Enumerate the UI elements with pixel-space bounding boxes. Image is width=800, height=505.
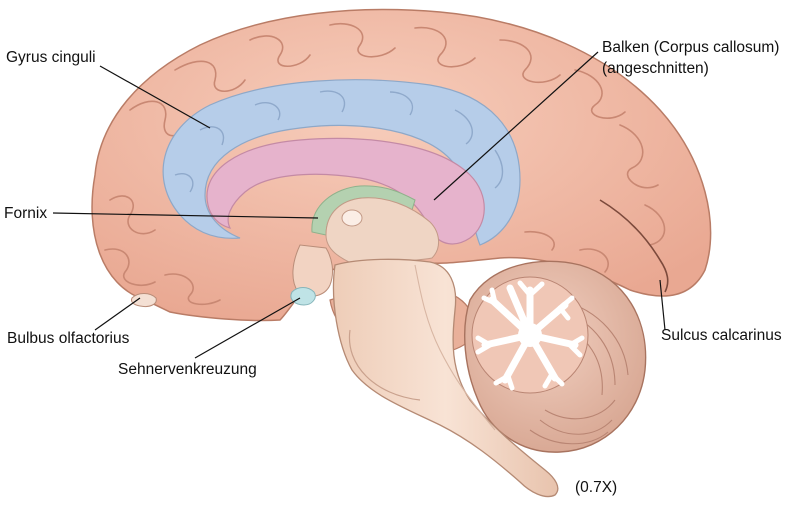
cortex-gyri [104,23,666,306]
leader-sehnervenkreuzung [194,297,301,359]
optic-chiasm-region [290,287,316,306]
leader-sulcus-calcarinus [659,279,666,331]
olfactory-bulb [131,293,157,307]
aqueduct [414,264,496,431]
label-sulcus-calcarinus: Sulcus calcarinus [661,327,782,344]
leader-lines [52,51,666,359]
arbor-vitae [471,276,589,394]
brainstem [332,258,559,498]
leader-balken [433,51,599,201]
label-fornix: Fornix [4,205,47,222]
label-balken-line1: Balken (Corpus callosum) [602,39,779,56]
label-bulbus-olfactorius: Bulbus olfactorius [7,330,130,347]
thalamus-adhesion [341,209,363,227]
label-scale: (0.7X) [575,479,617,496]
sulcus-calcarinus-line [599,199,669,293]
gyrus-cinguli-region [162,79,521,246]
leader-bulbus-olfactorius [94,297,141,331]
hypothalamus [292,244,334,297]
cerebellum-folia [529,299,629,445]
pons-contour [348,329,421,401]
leader-gyrus-cinguli [99,65,211,129]
label-gyrus-cinguli: Gyrus cinguli [6,49,96,66]
label-balken-line2: (angeschnitten) [602,60,709,77]
label-sehnervenkreuzung: Sehnervenkreuzung [118,361,257,378]
cingulate-texture [174,90,504,193]
leader-fornix [52,212,319,219]
